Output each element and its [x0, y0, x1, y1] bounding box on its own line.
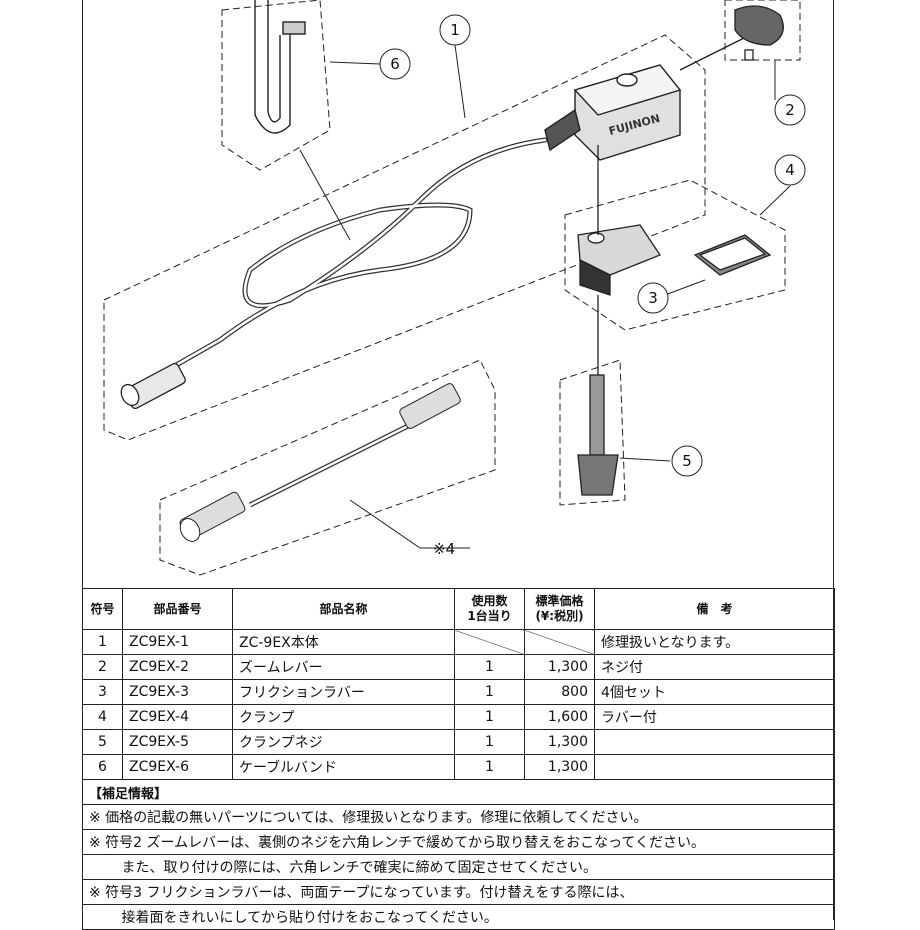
cell-qty: 1: [454, 679, 525, 705]
document-frame: [82, 0, 834, 920]
table-header-row: 符号 部品番号 部品名称 使用数 1台当り 標準価格 (¥:税別) 備 考: [82, 588, 835, 630]
note-line: ※ 符号2 ズームレバーは、裏側のネジを六角レンチで緩めてから取り替えをおこなっ…: [82, 829, 835, 855]
group-outline-lever: [724, 0, 801, 61]
table-row: 4 ZC9EX-4 クランプ 1 1,600 ラバー付: [82, 704, 835, 730]
cell-price: 800: [524, 679, 595, 705]
clamp-screw-drawing: [577, 295, 619, 496]
cell-price: 1,300: [524, 754, 595, 780]
header-remarks: 備 考: [594, 588, 835, 630]
callout-2: 2: [774, 94, 806, 126]
svg-text:2: 2: [785, 101, 795, 119]
cell-remarks: ネジ付: [594, 654, 835, 680]
group-outline-band: [221, 0, 331, 171]
callout-6: 6: [379, 48, 411, 80]
note-row: ※ 符号2 ズームレバーは、裏側のネジを六角レンチで緩めてから取り替えをおこなっ…: [82, 829, 835, 855]
table-row: 6 ZC9EX-6 ケーブルバンド 1 1,300: [82, 754, 835, 780]
cell-part-name: クランプ: [232, 704, 455, 730]
table-row: 3 ZC9EX-3 フリクションラバー 1 800 4個セット: [82, 679, 835, 705]
cell-qty-empty: [454, 629, 525, 655]
group-outline-clamp: [564, 179, 786, 331]
note-row: また、取り付けの際には、六角レンチで確実に締めて固定させてください。: [82, 854, 835, 880]
cell-price: 1,300: [524, 654, 595, 680]
svg-text:5: 5: [682, 452, 692, 470]
note-row: ※ 符号3 フリクションラバーは、両面テープになっています。付け替えをする際には…: [82, 879, 835, 905]
svg-text:3: 3: [648, 289, 658, 307]
lower-cable-drawing: [179, 383, 461, 542]
cell-part-name: ケーブルバンド: [232, 754, 455, 780]
cell-part-number: ZC9EX-4: [122, 704, 233, 730]
cell-remarks: [594, 754, 835, 780]
header-qty: 使用数 1台当り: [454, 588, 525, 630]
cell-qty: 1: [454, 729, 525, 755]
cell-remarks: 4個セット: [594, 679, 835, 705]
cell-no: 4: [82, 704, 123, 730]
note-row: 接着面をきれいにしてから貼り付けをおこなってください。: [82, 904, 835, 930]
cell-price: 1,600: [524, 704, 595, 730]
cell-remarks: 修理扱いとなります。: [594, 629, 835, 655]
cell-no: 2: [82, 654, 123, 680]
group-outline-main: [103, 34, 706, 441]
zoom-lever-drawing: [734, 5, 784, 61]
cell-no: 6: [82, 754, 123, 780]
callout-3: 3: [637, 282, 669, 314]
cell-part-number: ZC9EX-5: [122, 729, 233, 755]
table-row: 5 ZC9EX-5 クランプネジ 1 1,300: [82, 729, 835, 755]
friction-rubber-drawing: [693, 234, 772, 276]
main-unit-drawing: FUJINON: [544, 29, 761, 161]
header-no: 符号: [82, 588, 123, 630]
cell-no: 5: [82, 729, 123, 755]
parts-table: 符号 部品番号 部品名称 使用数 1台当り 標準価格 (¥:税別) 備 考 1 …: [82, 588, 835, 930]
callout-1: 1: [439, 14, 471, 46]
table-row: 2 ZC9EX-2 ズームレバー 1 1,300 ネジ付: [82, 654, 835, 680]
header-part-number: 部品番号: [122, 588, 233, 630]
parts-exploded-diagram: FUJINON: [103, 0, 806, 576]
note-line: ※ 価格の記載の無いパーツについては、修理扱いとなります。修理に依頼してください…: [82, 804, 835, 830]
cell-no: 3: [82, 679, 123, 705]
note-row: ※ 価格の記載の無いパーツについては、修理扱いとなります。修理に依頼してください…: [82, 804, 835, 830]
cell-price-empty: [524, 629, 595, 655]
cell-part-number: ZC9EX-3: [122, 679, 233, 705]
cell-price: 1,300: [524, 729, 595, 755]
cell-part-number: ZC9EX-2: [122, 654, 233, 680]
cell-no: 1: [82, 629, 123, 655]
clamp-drawing: [577, 145, 661, 296]
cell-qty: 1: [454, 754, 525, 780]
cable-band-drawing: [254, 0, 306, 134]
notes-heading-row: 【補足情報】: [82, 779, 835, 805]
svg-text:1: 1: [450, 21, 460, 39]
connector-drawing: [120, 362, 186, 410]
cell-part-number: ZC9EX-6: [122, 754, 233, 780]
cell-part-name: フリクションラバー: [232, 679, 455, 705]
cell-qty: 1: [454, 654, 525, 680]
header-part-name: 部品名称: [232, 588, 455, 630]
svg-text:6: 6: [390, 55, 400, 73]
group-outline-screw: [559, 359, 626, 506]
cell-part-name: ZC-9EX本体: [232, 629, 455, 655]
callout-5: 5: [671, 445, 703, 477]
cell-remarks: ラバー付: [594, 704, 835, 730]
group-outline-cable: [159, 359, 496, 576]
cell-qty: 1: [454, 704, 525, 730]
note-ref-4: ※4: [433, 540, 455, 558]
note-line: また、取り付けの際には、六角レンチで確実に締めて固定させてください。: [82, 854, 835, 880]
note-line: 接着面をきれいにしてから貼り付けをおこなってください。: [82, 904, 835, 930]
cell-part-name: クランプネジ: [232, 729, 455, 755]
svg-text:4: 4: [785, 161, 795, 179]
cell-part-name: ズームレバー: [232, 654, 455, 680]
cell-part-number: ZC9EX-1: [122, 629, 233, 655]
cell-remarks: [594, 729, 835, 755]
header-price: 標準価格 (¥:税別): [524, 588, 595, 630]
note-line: ※ 符号3 フリクションラバーは、両面テープになっています。付け替えをする際には…: [82, 879, 835, 905]
notes-heading: 【補足情報】: [82, 779, 835, 805]
table-row: 1 ZC9EX-1 ZC-9EX本体 修理扱いとなります。: [82, 629, 835, 655]
callout-4: 4: [774, 154, 806, 186]
